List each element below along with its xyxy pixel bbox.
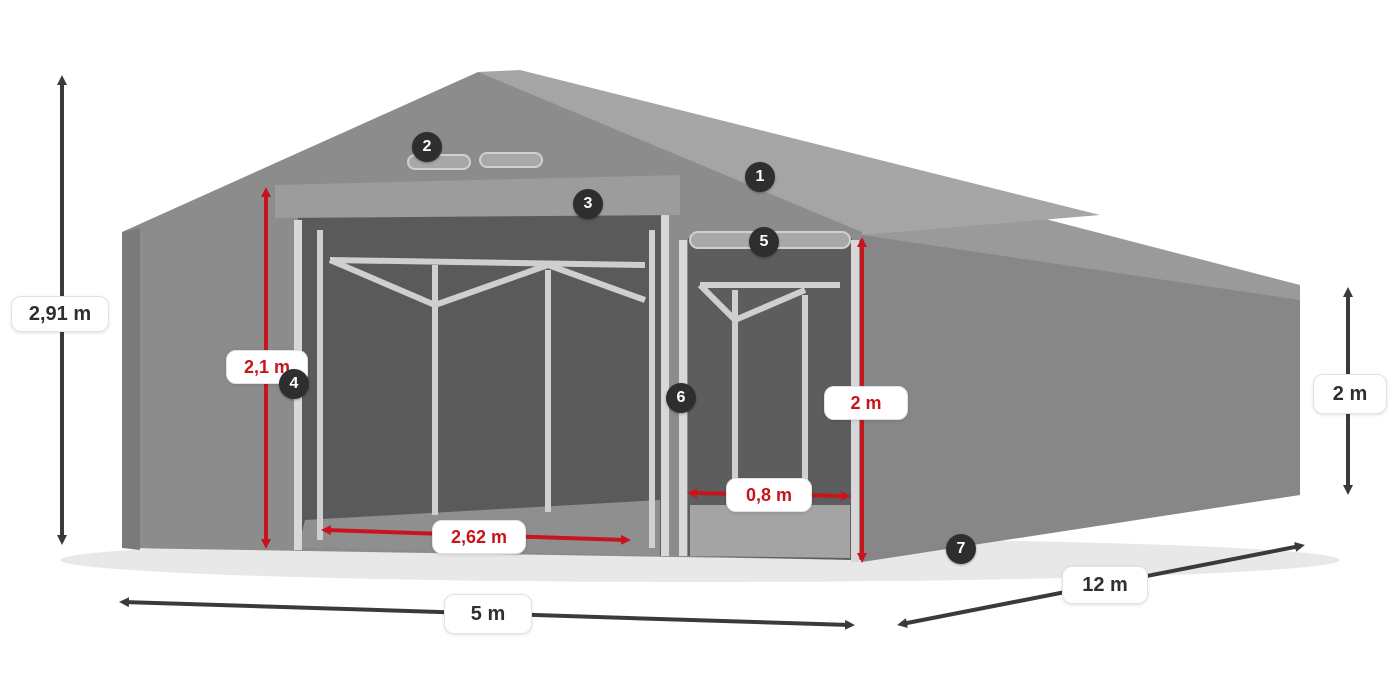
gate-opening [298, 215, 665, 556]
door-height-label: 2 m [824, 386, 908, 420]
interior-frame [317, 230, 840, 548]
total-height-label: 2,91 m [11, 296, 109, 332]
width-label: 5 m [444, 594, 532, 634]
badge-2: 2 [412, 132, 442, 162]
side-height-label: 2 m [1313, 374, 1387, 414]
door-width-label: 0,8 m [726, 478, 812, 512]
tent-left-edge [122, 228, 140, 550]
tent-roof-ridge [478, 70, 1100, 235]
badge-4: 4 [279, 369, 309, 399]
badge-3: 3 [573, 189, 603, 219]
badge-1: 1 [745, 162, 775, 192]
roll-up-vent-right [479, 152, 543, 168]
length-label: 12 m [1062, 566, 1148, 604]
badge-7: 7 [946, 534, 976, 564]
badge-5: 5 [749, 227, 779, 257]
gate-width-label: 2,62 m [432, 520, 526, 554]
door-floor [690, 505, 850, 558]
badge-6: 6 [666, 383, 696, 413]
